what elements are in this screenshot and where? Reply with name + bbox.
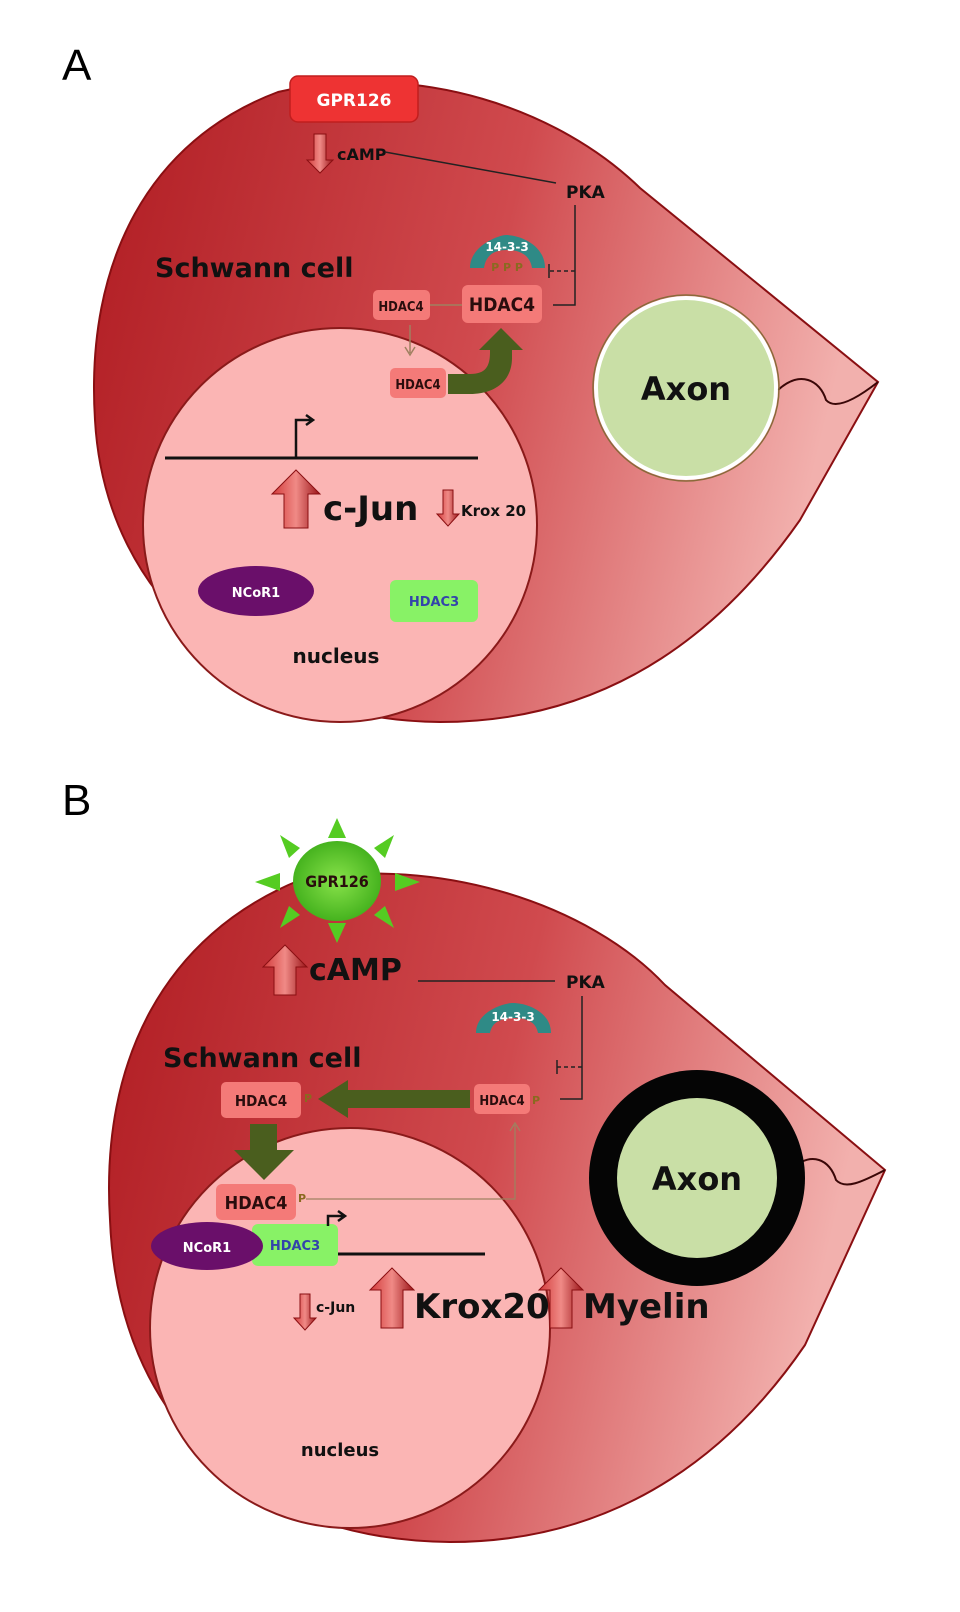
hdac4-cyto-left-label-b: HDAC4	[235, 1092, 287, 1110]
hdac4-nuclear-b	[216, 1184, 296, 1220]
axon-a	[594, 296, 778, 480]
krox20-label-b: Krox20	[414, 1287, 550, 1327]
hdac4-nuclear-a	[390, 368, 446, 398]
cjun-label-a: c-Jun	[323, 489, 418, 529]
camp-down-arrow-a	[305, 133, 335, 174]
panel-a: A nucleus Axon GPR126 cAMP PKA 14-3-3 P …	[62, 41, 880, 724]
hdac4-cyto-big-a	[462, 285, 542, 323]
gpr126-label-b: GPR126	[305, 872, 369, 891]
feedback-line-b	[306, 1121, 521, 1200]
gpr126-burst-b	[255, 818, 420, 943]
hdac3-a	[390, 580, 478, 622]
hdac4-cyto-right-label-b: HDAC4	[479, 1094, 524, 1109]
adaptor-14-3-3-b	[476, 1003, 551, 1033]
schwann-cell-label-b: Schwann cell	[163, 1043, 362, 1074]
nucleus-b	[149, 1127, 551, 1529]
phospho-label-a: P P P	[491, 261, 523, 274]
adaptor-14-3-3-a	[470, 235, 545, 268]
pka-label-b: PKA	[566, 973, 606, 993]
hdac3-label-a: HDAC3	[409, 595, 459, 610]
hdac4-export-arrow-a	[448, 328, 523, 394]
hdac4-cyto-big-label-a: HDAC4	[469, 294, 535, 316]
hdac4-cyto-right-phospho-b: P	[532, 1094, 540, 1107]
hdac4-nuclear-label-a: HDAC4	[395, 378, 440, 393]
hdac3-b	[252, 1224, 338, 1266]
cjun-down-arrow-b	[292, 1293, 318, 1331]
krox20-label-a: Krox 20	[461, 502, 526, 520]
myelin-up-arrow-b	[537, 1267, 585, 1329]
hdac4-cyto-small-label-a: HDAC4	[378, 300, 423, 315]
camp-up-arrow-b	[261, 944, 309, 996]
ncor1-label-a: NCoR1	[232, 586, 280, 601]
hdac4-nuclear-phospho-b: P	[298, 1192, 306, 1205]
pka-label-a: PKA	[566, 183, 606, 203]
hdac4-nuclear-entry-arrow-b	[234, 1124, 294, 1180]
schwann-cell-label-a: Schwann cell	[155, 253, 354, 284]
hdac4-cyto-right-b	[474, 1084, 530, 1114]
gpr126-receptor-b	[293, 841, 381, 921]
hdac4-import-arrow-a	[404, 325, 416, 357]
krox20-up-arrow-b	[368, 1267, 416, 1329]
hdac4-cyto-small-a	[373, 290, 430, 320]
cjun-label-b: c-Jun	[316, 1300, 355, 1316]
nucleus-label-a: nucleus	[293, 644, 380, 668]
camp-label-a: cAMP	[337, 145, 387, 164]
hdac4-import-arrow-b	[318, 1080, 470, 1118]
ncor1-b	[151, 1222, 263, 1270]
gpr126-receptor-a	[289, 75, 419, 123]
axon-label-b: Axon	[652, 1160, 742, 1198]
camp-label-b: cAMP	[309, 953, 402, 988]
gpr126-label-a: GPR126	[317, 91, 392, 111]
hdac4-nuclear-label-b: HDAC4	[225, 1193, 288, 1214]
panel-b-letter: B	[62, 776, 91, 825]
pka-inhibit-line-a	[553, 205, 576, 306]
krox20-down-arrow-a	[435, 489, 461, 527]
cjun-up-arrow-a	[270, 469, 322, 529]
mesaxon-a	[777, 378, 879, 405]
hdac3-label-b: HDAC3	[270, 1239, 320, 1254]
promoter-arrow-b	[326, 1209, 348, 1226]
panel-a-letter: A	[62, 41, 92, 90]
hdac4-cyto-left-b	[221, 1082, 301, 1118]
ncor1-a	[198, 566, 314, 616]
ncor1-label-b: NCoR1	[183, 1241, 231, 1256]
hdac4-cyto-left-phospho-b: P	[304, 1092, 312, 1105]
adaptor-label-b: 14-3-3	[491, 1010, 534, 1024]
myelin-label-b: Myelin	[583, 1287, 710, 1327]
pka-inhibit-line-b	[560, 996, 583, 1100]
axon-a-outline	[592, 294, 780, 482]
nucleus-label-b: nucleus	[301, 1440, 379, 1461]
promoter-arrow-a	[294, 413, 316, 458]
camp-pka-line-a	[384, 151, 557, 184]
axon-b	[617, 1098, 777, 1258]
panel-b: B GPR126 nucleus Axon cAMP PKA	[62, 776, 887, 1544]
adaptor-label-a: 14-3-3	[485, 240, 528, 254]
nucleus-a	[142, 327, 538, 723]
mesaxon-b	[789, 1158, 886, 1186]
axon-label-a: Axon	[641, 370, 731, 408]
